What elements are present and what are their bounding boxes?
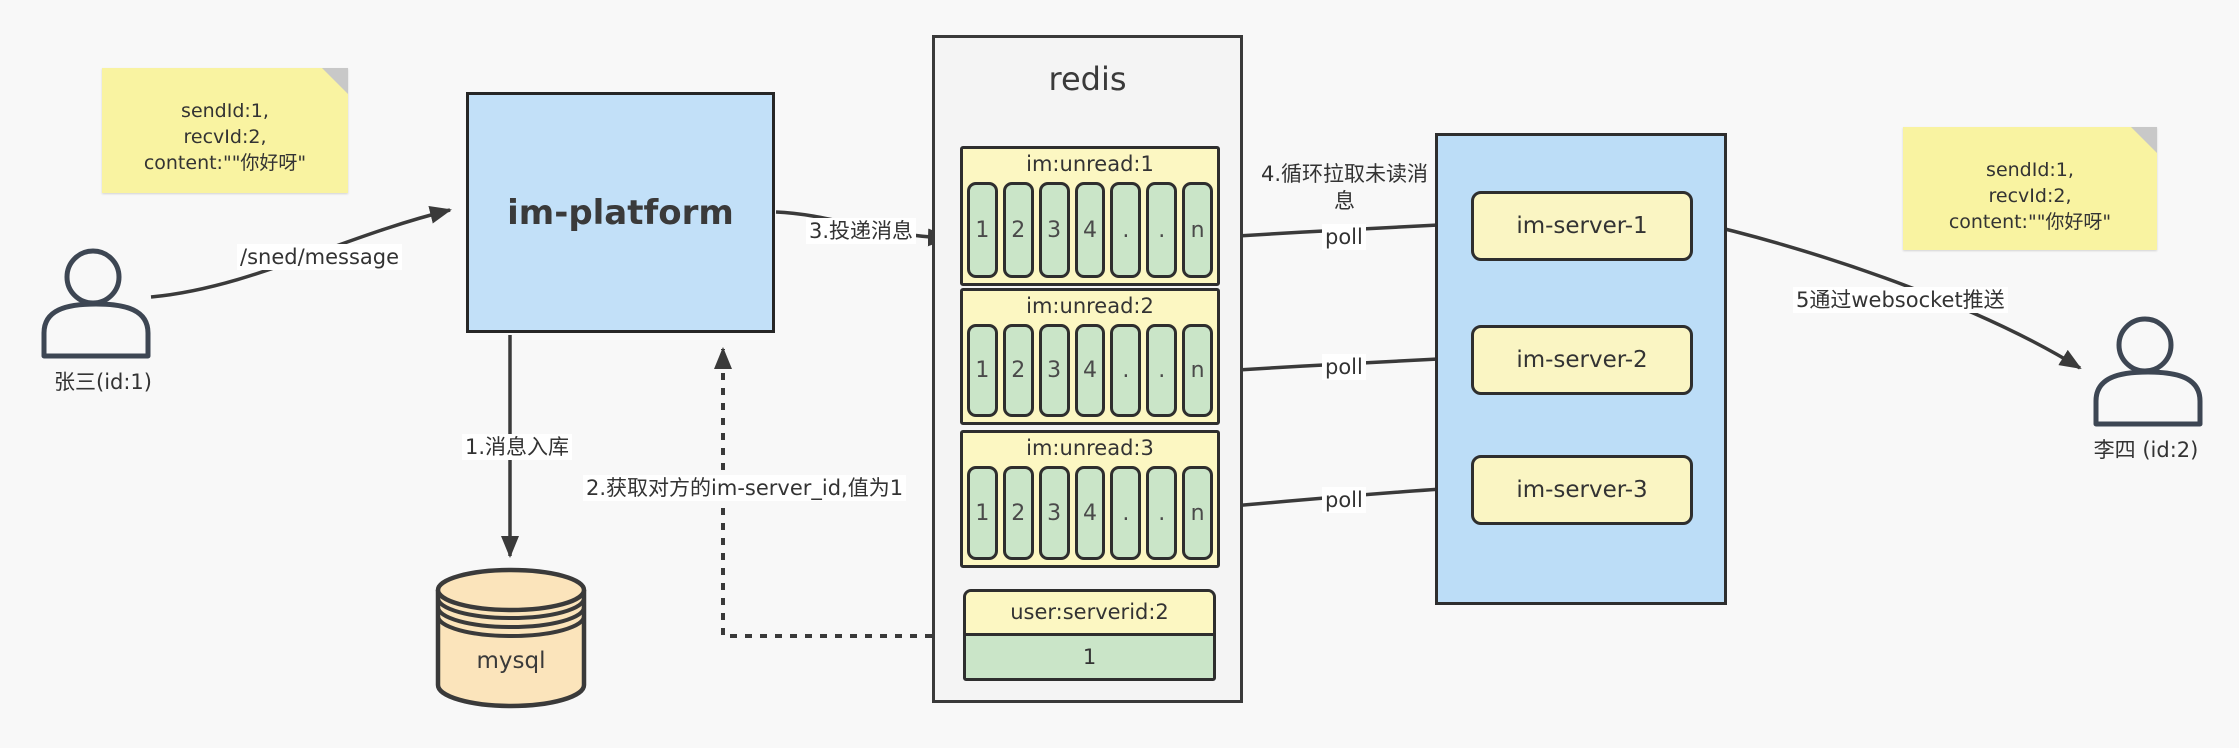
- queue-cell: 4: [1074, 324, 1106, 417]
- queue-cell: 1: [967, 182, 998, 278]
- receiver-label: 李四 (id:2): [2093, 438, 2199, 462]
- queue-cell: 2: [1002, 466, 1034, 560]
- queue-name: im:unread:3: [1026, 436, 1154, 460]
- im-platform-label: im-platform: [507, 192, 734, 233]
- queue-cell: .: [1110, 466, 1142, 560]
- note-fold-corner: [322, 68, 348, 94]
- queue-cell: 2: [1002, 324, 1034, 417]
- mysql-label: mysql: [476, 648, 546, 674]
- note-fold-corner: [2131, 127, 2157, 153]
- queue-im-unread-2: im:unread:2 1 2 3 4 . . n: [960, 288, 1220, 425]
- step3-label: 3.投递消息: [806, 218, 917, 245]
- im-server-group: im-server-1 im-server-2 im-server-3: [1435, 133, 1727, 605]
- redis-container: redis im:unread:1 1 2 3 4 . . n im:unrea…: [932, 35, 1243, 703]
- mapping-key: user:serverid:2: [966, 592, 1213, 636]
- user-icon: [41, 248, 151, 359]
- poll-label-1: poll: [1322, 224, 1366, 251]
- note-line: sendId:1,: [1986, 159, 2074, 181]
- message-note-right: sendId:1, recvId:2, content:""你好呀": [1903, 127, 2157, 250]
- queue-cell: 2: [1002, 182, 1034, 278]
- note-line: content:""你好呀": [143, 152, 307, 174]
- send-api-label: /sned/message: [237, 244, 403, 271]
- step5-label: 5通过websocket推送: [1793, 287, 2008, 314]
- queue-cells: 1 2 3 4 . . n: [967, 324, 1214, 417]
- queue-cell: n: [1182, 466, 1214, 560]
- queue-cell: 1: [967, 466, 998, 560]
- im-server-label: im-server-2: [1516, 347, 1648, 373]
- im-server-2-box: im-server-2: [1471, 325, 1693, 395]
- user-serverid-mapping: user:serverid:2 1: [963, 589, 1216, 681]
- queue-cell: 4: [1074, 182, 1106, 278]
- mapping-value: 1: [966, 636, 1213, 678]
- redis-title: redis: [1048, 60, 1127, 98]
- poll-label-2: poll: [1322, 354, 1366, 381]
- queue-cell: 4: [1074, 466, 1106, 560]
- im-server-label: im-server-1: [1516, 213, 1648, 239]
- queue-cell: 3: [1038, 466, 1070, 560]
- step4-label: 4.循环拉取未读消息: [1260, 162, 1429, 214]
- queue-cell: n: [1182, 324, 1214, 417]
- queue-cell: .: [1110, 182, 1142, 278]
- queue-name: im:unread:2: [1026, 294, 1154, 318]
- im-server-label: im-server-3: [1516, 477, 1648, 503]
- mysql-database-icon: [435, 567, 587, 709]
- user-icon: [2093, 316, 2203, 427]
- im-server-3-box: im-server-3: [1471, 455, 1693, 525]
- queue-cells: 1 2 3 4 . . n: [967, 182, 1214, 278]
- queue-cell: 3: [1038, 324, 1070, 417]
- queue-cell: n: [1182, 182, 1214, 278]
- queue-im-unread-1: im:unread:1 1 2 3 4 . . n: [960, 146, 1220, 286]
- queue-cell: 1: [967, 324, 998, 417]
- queue-cell: .: [1146, 182, 1178, 278]
- queue-name: im:unread:1: [1026, 152, 1154, 176]
- note-line: content:""你好呀": [1948, 211, 2112, 233]
- queue-cell: .: [1146, 466, 1178, 560]
- queue-cell: 3: [1038, 182, 1070, 278]
- im-platform-box: im-platform: [466, 92, 775, 333]
- queue-im-unread-3: im:unread:3 1 2 3 4 . . n: [960, 430, 1220, 568]
- note-line: sendId:1,: [181, 100, 269, 122]
- note-line: recvId:2,: [183, 126, 267, 148]
- sender-label: 张三(id:1): [54, 370, 152, 394]
- step2-label: 2.获取对方的im-server_id,值为1: [583, 475, 907, 502]
- step1-label: 1.消息入库: [462, 434, 573, 461]
- im-server-1-box: im-server-1: [1471, 191, 1693, 261]
- note-line: recvId:2,: [1988, 185, 2072, 207]
- queue-cells: 1 2 3 4 . . n: [967, 466, 1214, 560]
- poll-label-3: poll: [1322, 487, 1366, 514]
- message-note-left: sendId:1, recvId:2, content:""你好呀": [102, 68, 348, 193]
- queue-cell: .: [1110, 324, 1142, 417]
- queue-cell: .: [1146, 324, 1178, 417]
